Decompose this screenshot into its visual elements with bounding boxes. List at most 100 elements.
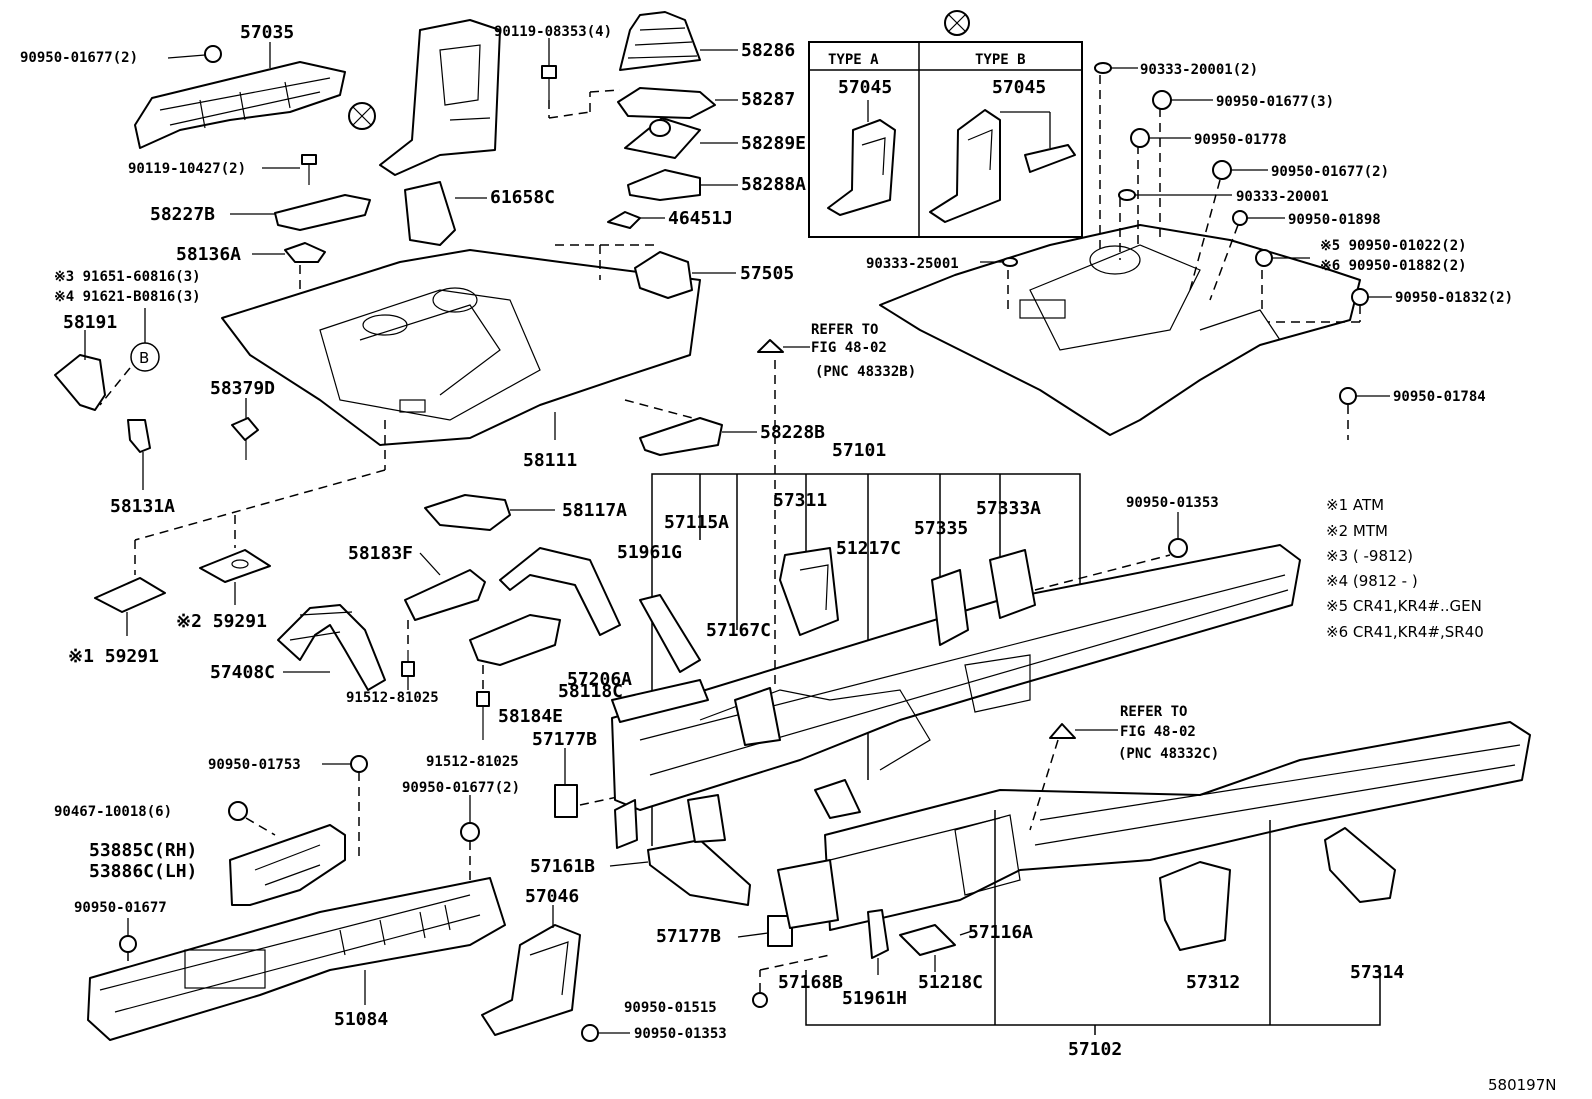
label-57408C: 57408C <box>210 662 275 683</box>
part-59291-atm <box>94 577 166 613</box>
label-58131A: 58131A <box>110 496 175 517</box>
part-51961G <box>639 594 701 673</box>
label-90950-01677-2c: 90950-01677(2) <box>1271 164 1389 180</box>
label-58136A: 58136A <box>176 244 241 265</box>
grommet-icon <box>752 992 768 1008</box>
label-58118C: 58118C <box>558 681 623 702</box>
note-5: ※5 CR41,KR4#..GEN <box>1326 597 1482 615</box>
inset-type-a: TYPE A <box>828 52 879 68</box>
label-57333A: 57333A <box>976 498 1041 519</box>
label-57161B: 57161B <box>530 856 595 877</box>
label-90950-01778: 90950-01778 <box>1194 132 1287 148</box>
refer-left-line3: (PNC 48332B) <box>815 364 916 380</box>
part-57167C-b <box>687 794 726 843</box>
label-90950-01677-2: 90950-01677(2) <box>20 50 138 66</box>
bolt-icon <box>541 65 557 100</box>
label-57167C: 57167C <box>706 620 771 641</box>
part-pillar-upper <box>379 19 501 176</box>
part-57206A-rail <box>611 679 709 723</box>
label-57046: 57046 <box>525 886 579 907</box>
note-6: ※6 CR41,KR4#,SR40 <box>1326 623 1484 641</box>
part-59291-mtm <box>199 549 271 583</box>
label-58183F: 58183F <box>348 543 413 564</box>
label-57101: 57101 <box>832 440 886 461</box>
label-90950-01022: ※5 90950-01022(2) <box>1320 238 1467 254</box>
part-rail-end <box>614 799 638 849</box>
part-58288A <box>627 169 701 201</box>
part-58286 <box>619 11 701 71</box>
label-57102: 57102 <box>1068 1039 1122 1060</box>
label-57115A: 57115A <box>664 512 729 533</box>
note-1: ※1 ATM <box>1326 496 1384 514</box>
part-rear-floor <box>879 224 1361 436</box>
part-57206A <box>499 547 621 636</box>
label-90950-01353-b: 90950-01353 <box>634 1026 727 1042</box>
bolt-icon <box>401 650 415 677</box>
label-57168B: 57168B <box>778 972 843 993</box>
grommet-icon <box>460 822 480 842</box>
label-51961G: 51961G <box>617 542 682 563</box>
label-90950-01898: 90950-01898 <box>1288 212 1381 228</box>
label-51084: 51084 <box>334 1009 388 1030</box>
part-58379D <box>231 417 259 441</box>
label-58117A: 58117A <box>562 500 627 521</box>
refer-cone-icon <box>757 339 784 353</box>
refer-right-line1: REFER TO <box>1120 704 1187 720</box>
label-circle-b: B <box>139 349 149 367</box>
label-57035: 57035 <box>240 22 294 43</box>
note-3: ※3 ( -9812) <box>1326 547 1413 565</box>
label-58287: 58287 <box>741 89 795 110</box>
plug-icon <box>1002 257 1018 267</box>
inset-part-a: 57045 <box>838 77 892 98</box>
part-57335 <box>931 569 969 646</box>
label-57335: 57335 <box>914 518 968 539</box>
part-57333A <box>989 549 1036 619</box>
part-58131A <box>127 419 151 453</box>
grommet-icon <box>1130 128 1150 148</box>
part-58183F <box>404 569 486 621</box>
label-58184E: 58184E <box>498 706 563 727</box>
plug-icon <box>1118 189 1136 201</box>
label-91651: ※3 91651-60816(3) <box>54 269 201 285</box>
label-53885C: 53885C(RH) <box>89 840 197 861</box>
label-90950-01832: 90950-01832(2) <box>1395 290 1513 306</box>
label-57206A: 57206A <box>567 669 632 690</box>
bolt-icon <box>476 691 490 740</box>
label-51217C: 51217C <box>836 538 901 559</box>
grommet-icon <box>1351 288 1369 306</box>
part-57314 <box>1324 827 1396 903</box>
label-57505: 57505 <box>740 263 794 284</box>
label-90950-01882: ※6 90950-01882(2) <box>1320 258 1467 274</box>
label-90333-20001: 90333-20001 <box>1236 189 1329 205</box>
label-46451J: 46451J <box>668 208 733 229</box>
label-90119-10427: 90119-10427(2) <box>128 161 246 177</box>
grommet-icon <box>119 935 137 953</box>
part-58117A <box>424 494 511 531</box>
label-58379D: 58379D <box>210 378 275 399</box>
note-4: ※4 (9812 - ) <box>1326 572 1418 590</box>
part-58111 <box>221 249 701 446</box>
grommet-icon <box>1152 90 1172 110</box>
label-91621: ※4 91621-B0816(3) <box>54 289 201 305</box>
crossed-circle-icon <box>348 102 376 130</box>
part-51217C <box>814 779 861 819</box>
part-57505 <box>634 251 693 299</box>
part-61658C <box>404 181 456 246</box>
part-57408C <box>277 604 386 691</box>
part-57177B-a <box>554 784 578 818</box>
label-90950-01353-a: 90950-01353 <box>1126 495 1219 511</box>
label-90950-01677: 90950-01677 <box>74 900 167 916</box>
label-57314: 57314 <box>1350 962 1404 983</box>
part-57046 <box>481 924 581 1036</box>
label-51961H: 51961H <box>842 988 907 1009</box>
label-58286: 58286 <box>741 40 795 61</box>
grommet-icon <box>581 1024 599 1042</box>
grommet-icon <box>1255 249 1273 267</box>
grommet-icon <box>350 755 368 773</box>
part-58184E <box>469 614 561 666</box>
bracket-57101 <box>651 473 1081 846</box>
label-58191: 58191 <box>63 312 117 333</box>
part-58228B <box>639 417 723 456</box>
label-90467: 90467-10018(6) <box>54 804 172 820</box>
